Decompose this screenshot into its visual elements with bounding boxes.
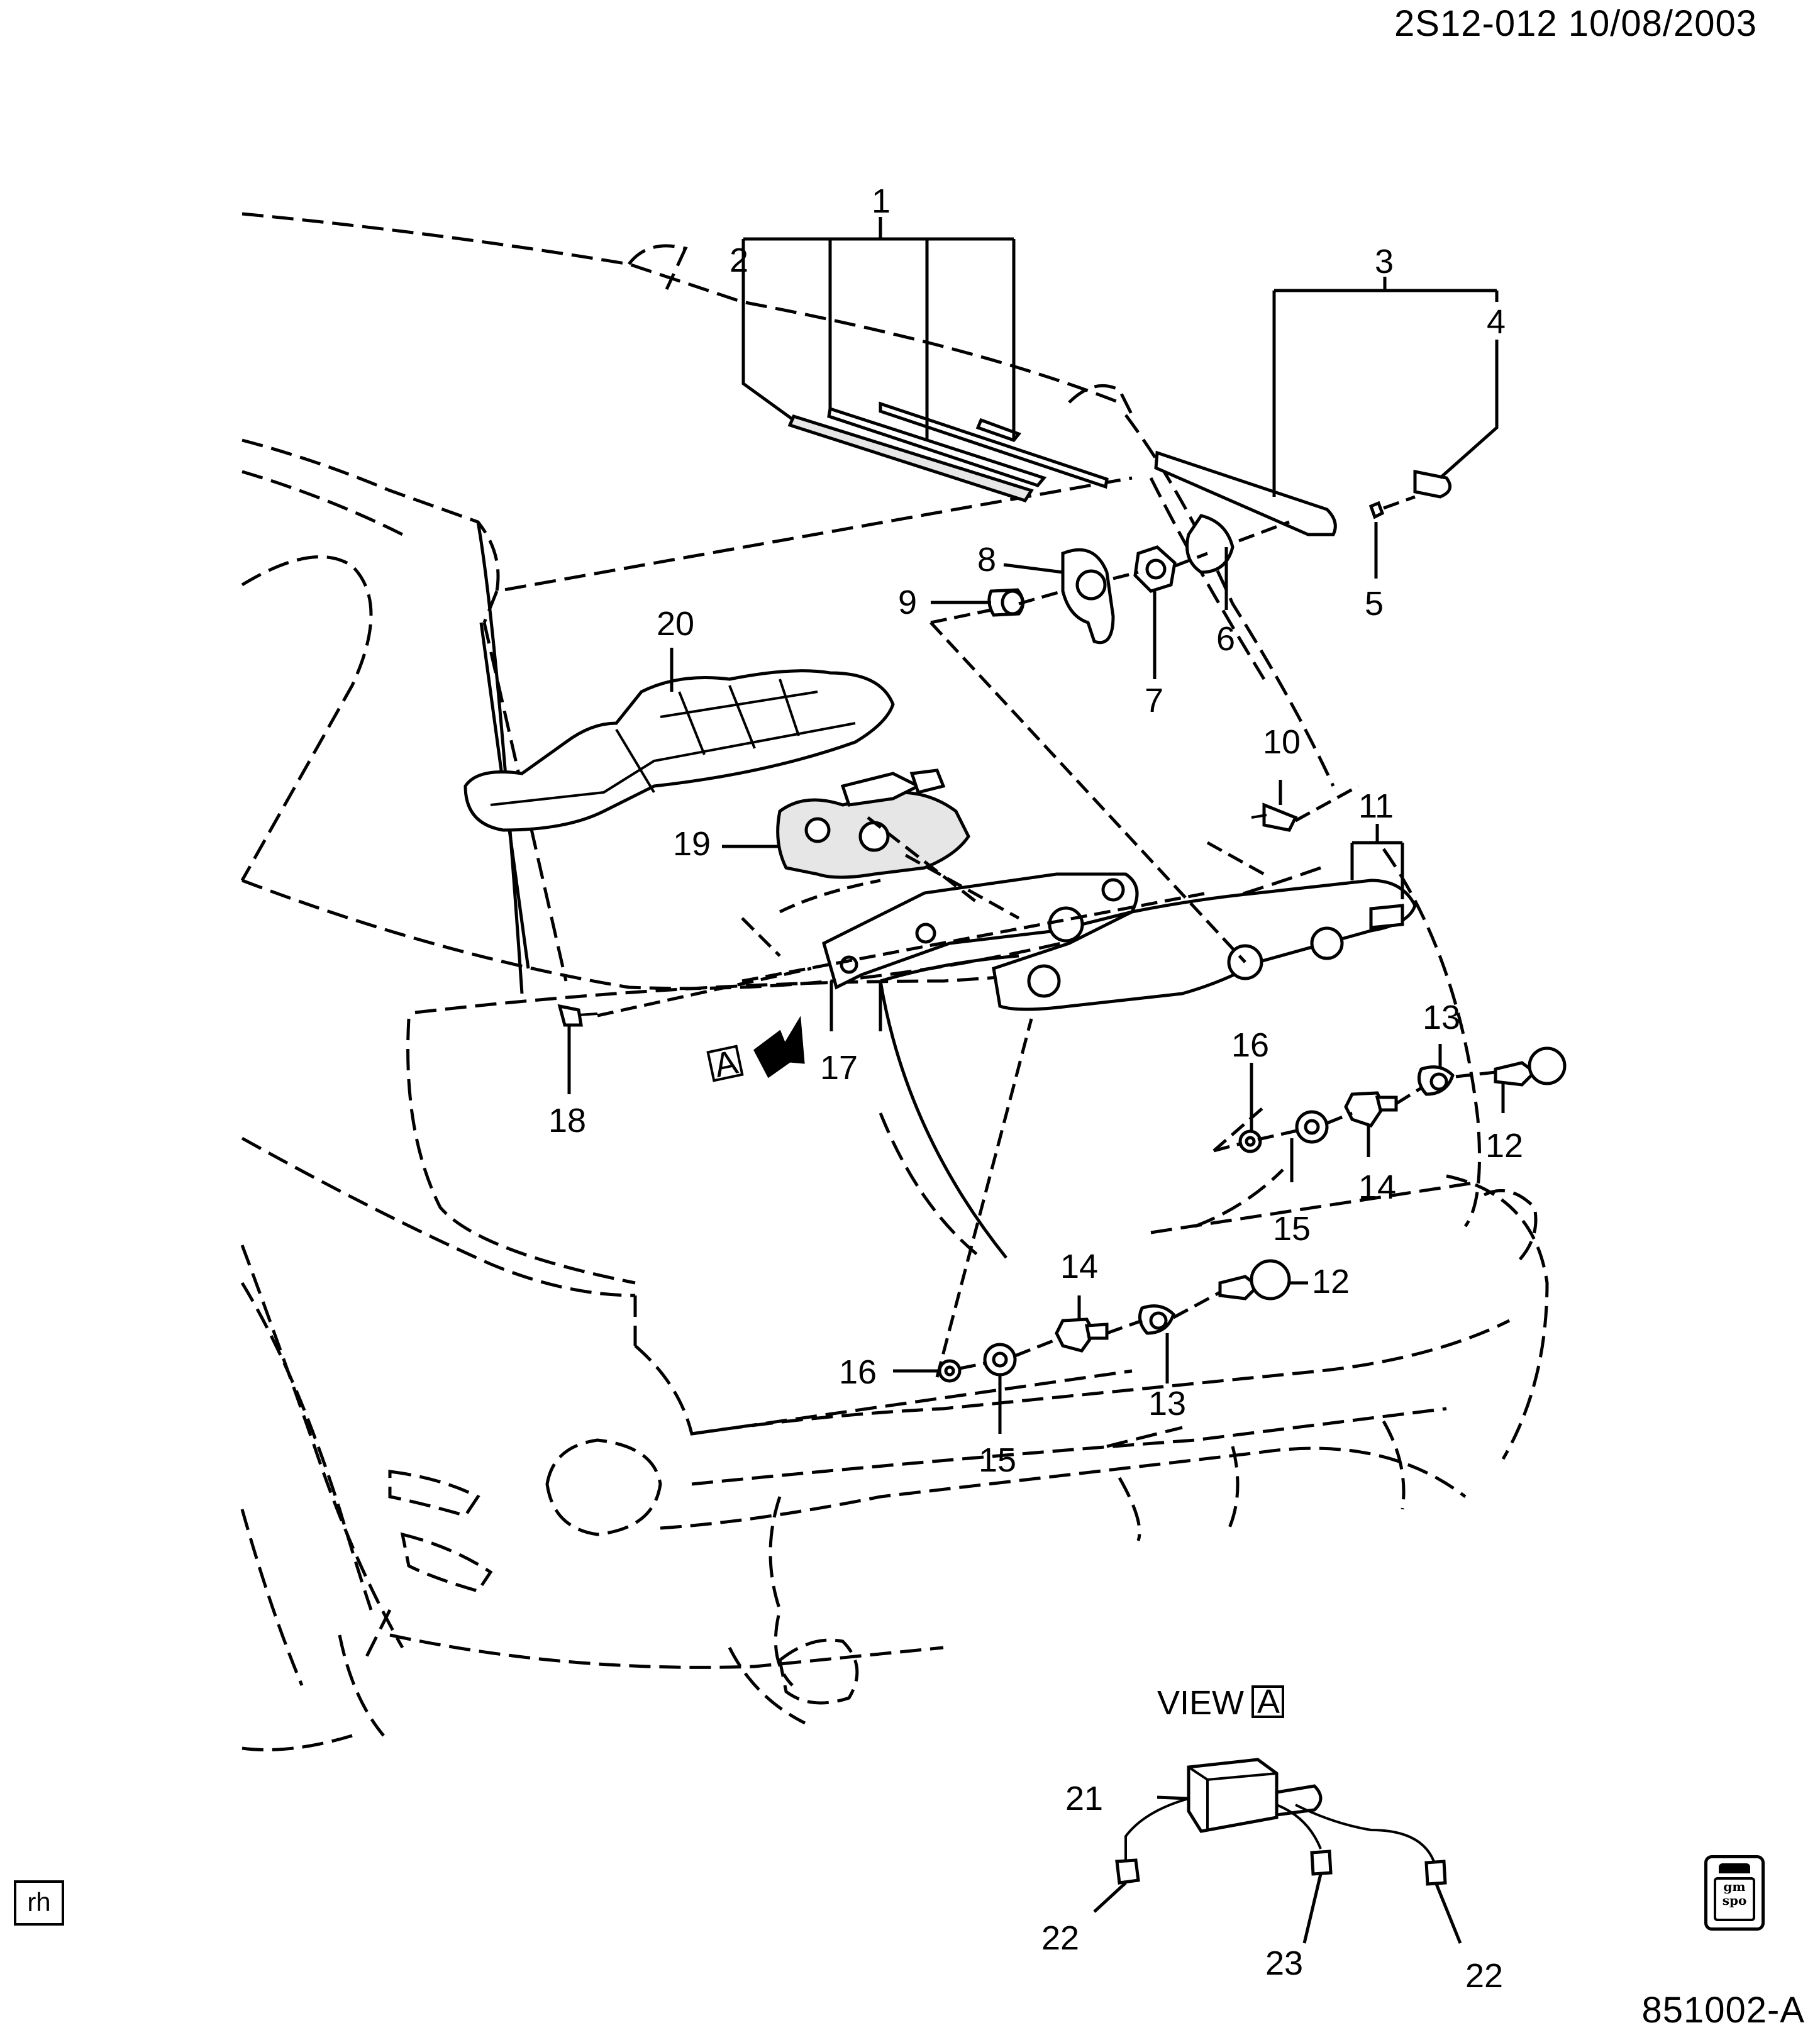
callout-20: 20: [657, 605, 694, 643]
callout-12-lower: 12: [1312, 1263, 1350, 1300]
view-a-arrow: A: [706, 1016, 805, 1085]
view-label-text: VIEW: [1157, 1684, 1244, 1722]
callout-15-upper: 15: [1273, 1210, 1311, 1248]
gm-spo-logo: gm spo: [1704, 1855, 1765, 1931]
callout-numbers: 1 2 3 4 5 6 7 8 9 10 11 12 12 13 13 14 1…: [548, 182, 1523, 1995]
document-id: 2S12-012 10/08/2003: [1394, 3, 1757, 44]
tailgate-garnish: [992, 879, 1417, 1011]
wiper-arm: [1154, 450, 1452, 574]
wiper-motor: [776, 768, 970, 879]
callout-19: 19: [673, 825, 711, 863]
figure-id: 851002-A: [1641, 1990, 1805, 2031]
wiper-blade: [787, 401, 1109, 502]
callout-21: 21: [1065, 1780, 1103, 1817]
callout-17: 17: [820, 1049, 858, 1087]
corner-tag: rh: [14, 1880, 64, 1926]
pivot-leaders: [931, 495, 1416, 679]
callout-7: 7: [1145, 682, 1163, 719]
bolt-10: [1251, 802, 1298, 832]
callout-1: 1: [872, 182, 891, 220]
vehicle-body-outline: [240, 212, 1549, 1751]
callout-13-lower: 13: [1148, 1385, 1186, 1422]
callout-8: 8: [977, 541, 996, 579]
bolt-18: [557, 1004, 598, 1027]
pivot-hardware: [987, 545, 1177, 644]
view-a-detail: [1115, 1758, 1447, 1886]
callout-22-left: 22: [1041, 1919, 1079, 1957]
callout-11: 11: [1358, 787, 1394, 825]
upper-lamp-set: [1238, 1046, 1567, 1153]
callout-15-lower: 15: [979, 1441, 1016, 1479]
callout-2: 2: [730, 241, 748, 279]
callout-13-upper: 13: [1423, 999, 1460, 1036]
callout-12-upper: 12: [1485, 1127, 1523, 1165]
callout-1-bracket: [741, 217, 1016, 440]
callout-16-upper: 16: [1231, 1026, 1269, 1064]
callout-16-lower: 16: [839, 1353, 877, 1391]
view-label-tag: A: [1257, 1683, 1280, 1721]
callout-22-right: 22: [1465, 1957, 1503, 1995]
trim-panel: [463, 669, 895, 832]
callout-11-bracket: [1350, 824, 1404, 899]
callout-9: 9: [898, 584, 917, 621]
view-a-leaders: [1093, 1795, 1462, 1944]
tailgate-outline: [476, 521, 1019, 1259]
assembly-lines: [741, 608, 1265, 983]
callout-6: 6: [1216, 620, 1235, 658]
view-label: VIEW A: [1157, 1683, 1284, 1722]
lower-lamp-set: [938, 1259, 1291, 1383]
callout-3-bracket: [1224, 277, 1499, 610]
callout-23: 23: [1265, 1944, 1303, 1982]
callout-10: 10: [1263, 723, 1301, 761]
bolt-leaders: [567, 780, 1360, 1094]
callout-5: 5: [1365, 585, 1384, 623]
callout-18: 18: [548, 1102, 586, 1139]
callout-leaders-misc: [670, 648, 882, 1031]
gm-spo-logo-text: gm spo: [1714, 1877, 1755, 1921]
callout-3: 3: [1375, 243, 1394, 280]
callout-14-upper: 14: [1358, 1168, 1396, 1206]
lower-lamp-leaders: [893, 1018, 1308, 1434]
callout-4: 4: [1487, 303, 1506, 341]
callout-14-lower: 14: [1060, 1248, 1098, 1285]
upper-lamp-leaders: [1212, 1044, 1505, 1182]
view-label-tag-box: [1251, 1685, 1284, 1718]
